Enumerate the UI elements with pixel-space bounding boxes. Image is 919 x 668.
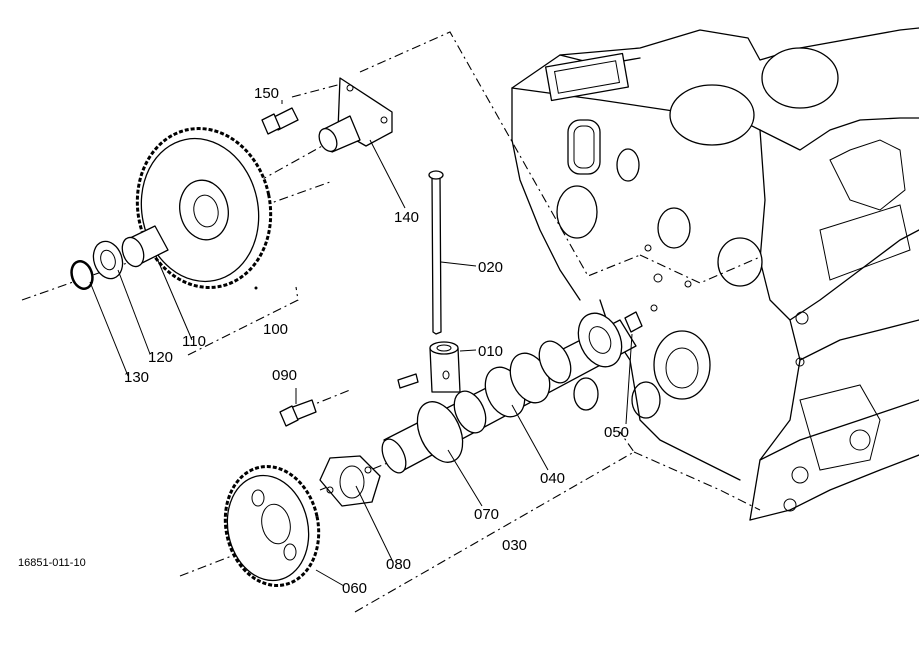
snap-ring-130 xyxy=(70,260,94,290)
tappet-010 xyxy=(429,341,461,393)
idler-gear-100 xyxy=(135,127,273,290)
bolt-090 xyxy=(279,399,317,427)
stopper-plate-080 xyxy=(319,455,381,507)
bushing-110 xyxy=(121,225,169,268)
bolt-150 xyxy=(261,107,299,135)
label-150: 150 xyxy=(254,85,279,102)
label-080: 080 xyxy=(386,556,411,573)
key-070 xyxy=(397,373,419,389)
label-140: 140 xyxy=(394,209,419,226)
label-090: 090 xyxy=(272,367,297,384)
camshaft-040 xyxy=(381,312,637,474)
cam-gear-060 xyxy=(223,465,321,587)
label-070: 070 xyxy=(474,506,499,523)
part-labels: 150 140 020 010 110 100 120 130 090 050 … xyxy=(18,85,629,597)
washer-120 xyxy=(92,240,124,280)
label-020: 020 xyxy=(478,259,503,276)
push-rod-020 xyxy=(428,170,444,335)
leader-lines xyxy=(89,100,633,587)
label-040: 040 xyxy=(540,470,565,487)
figure-id: 16851-011-10 xyxy=(18,557,86,569)
idler-shaft-140 xyxy=(318,77,393,153)
label-100: 100 xyxy=(263,321,288,338)
label-060: 060 xyxy=(342,580,367,597)
label-130: 130 xyxy=(124,369,149,386)
label-010: 010 xyxy=(478,343,503,360)
engine-block xyxy=(511,27,919,521)
label-030: 030 xyxy=(502,537,527,554)
label-120: 120 xyxy=(148,349,173,366)
plug-050 xyxy=(624,304,658,333)
label-050: 050 xyxy=(604,424,629,441)
label-110: 110 xyxy=(182,333,206,350)
